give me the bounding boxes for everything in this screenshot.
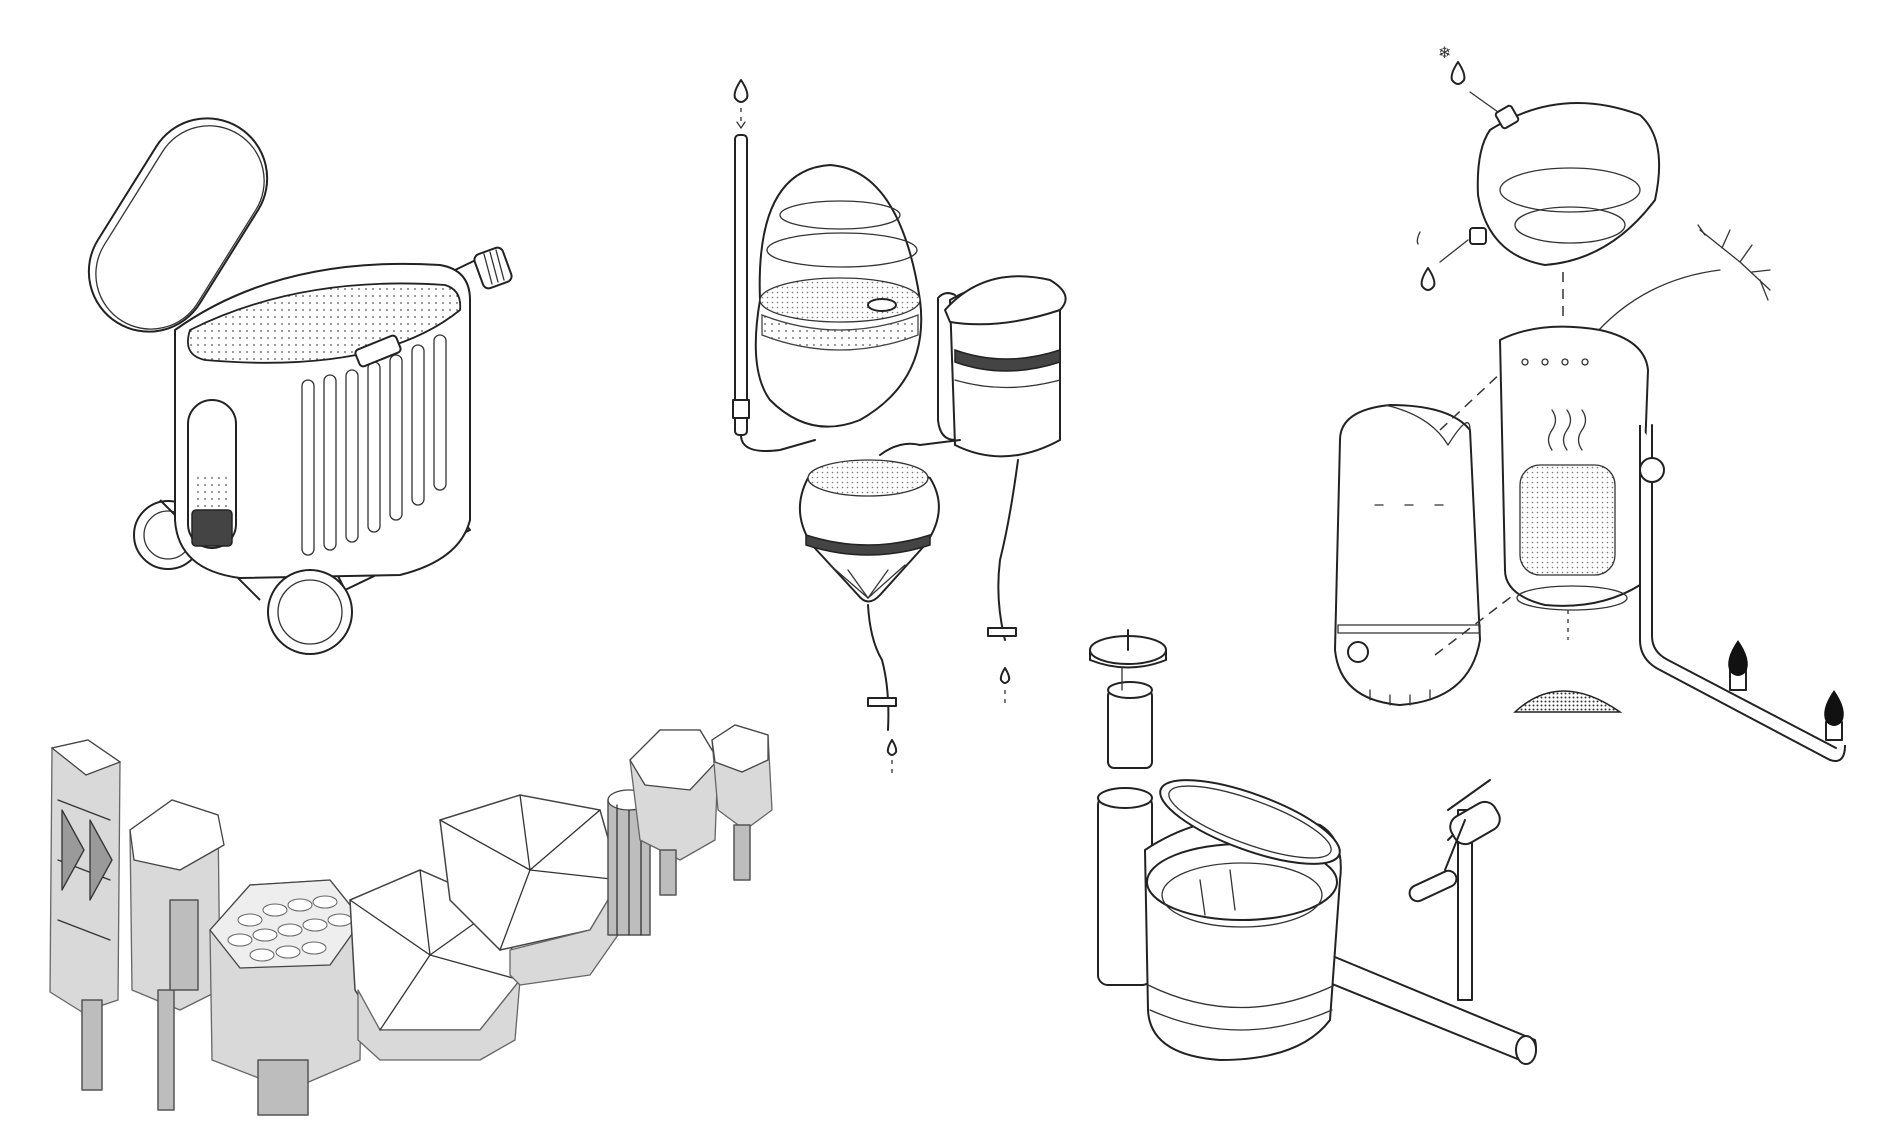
crank-handle: [1408, 869, 1458, 903]
ash-pile: [1513, 690, 1623, 713]
modular-planters: [49, 724, 773, 1116]
canister: [1107, 689, 1153, 769]
crank-post: [1457, 809, 1473, 1001]
gasifier-stove: ❄: [1334, 43, 1846, 762]
water-drop-icon: [999, 667, 1011, 684]
hand-crank-toilet: [1089, 629, 1537, 1065]
planter-textured-box: [629, 729, 719, 896]
planter-column-small: [711, 724, 773, 881]
water-drop-icon: [733, 79, 749, 103]
water-drop-icon: [886, 739, 898, 756]
composter-lid: [87, 117, 269, 333]
flame-icon: [1728, 640, 1748, 676]
planter-pentagon-2: [439, 794, 621, 986]
steam-icon: [1547, 409, 1587, 451]
flame-icon: [1824, 690, 1844, 726]
outer-shell: [1334, 404, 1481, 706]
composter-handle: [473, 246, 513, 290]
snowflake-icon: ❄: [1438, 43, 1451, 62]
gas-pipe: [1639, 425, 1846, 762]
cart-composter: [87, 117, 513, 655]
top-tank: [1476, 102, 1661, 266]
water-filter-system: [732, 79, 1067, 775]
water-drop-icon: [1450, 61, 1466, 85]
planter-hex-discs: [209, 879, 363, 1116]
toilet-lid: [1159, 779, 1341, 865]
inlet-pipe: [734, 134, 748, 436]
water-drop-icon: [1420, 267, 1436, 291]
planter-column-1: [49, 739, 122, 1091]
fuel-basket: [1519, 464, 1616, 576]
side-tube: [1097, 794, 1153, 986]
base-bar: [1309, 954, 1537, 1061]
branch-icon: [1697, 224, 1771, 301]
wheel-front: [267, 569, 353, 655]
